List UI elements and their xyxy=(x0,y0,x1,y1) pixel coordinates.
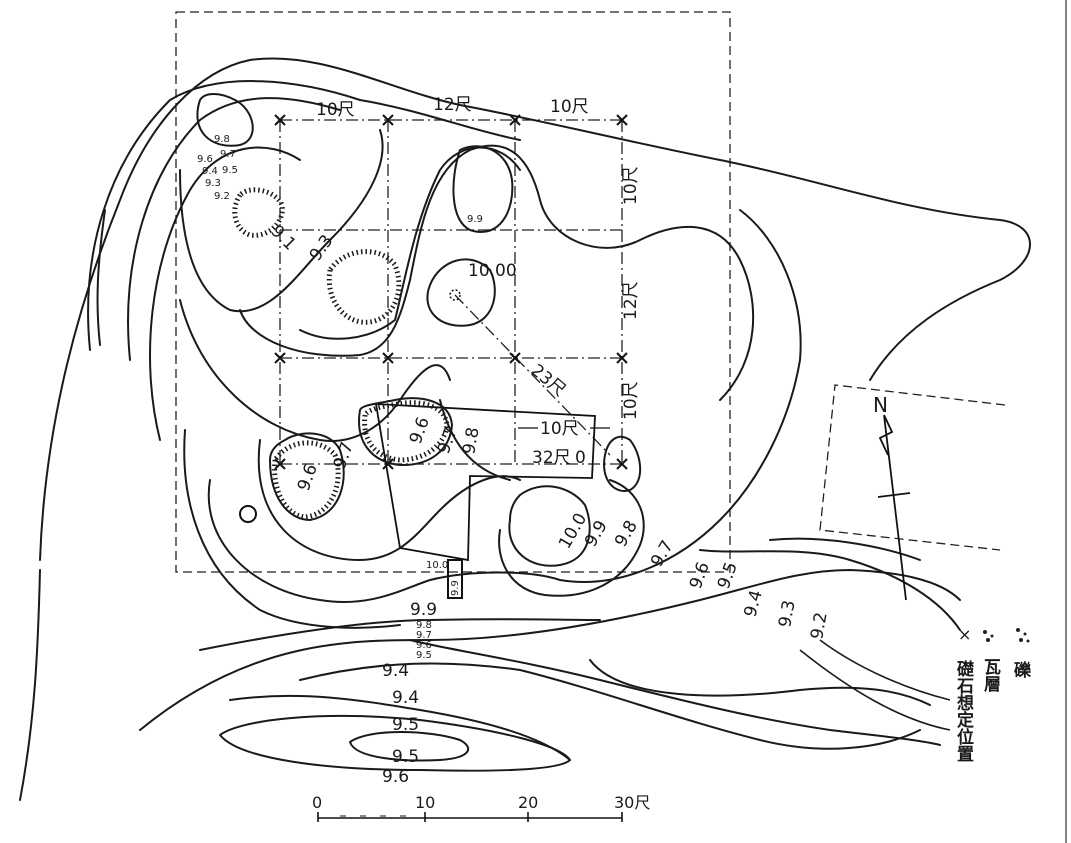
north-label: N xyxy=(873,393,888,417)
elev-tl-3: 9.4 xyxy=(202,166,218,177)
elev-tl-4: 9.5 xyxy=(222,165,238,176)
dimension-zero: 0 xyxy=(575,448,586,468)
hatched-pits xyxy=(232,187,450,520)
elev-south-3: 9.7 xyxy=(416,630,432,641)
elev-tl-0: 9.8 xyxy=(214,134,230,145)
measurement-grid xyxy=(279,119,625,465)
elev-small-2: 9.9 xyxy=(450,580,461,596)
dimension-labels: 10尺 12尺 10尺 10尺 12尺 10尺 23尺 10尺 32尺 0 xyxy=(316,95,641,468)
elev-lower-left-1: 9.6 xyxy=(294,461,322,493)
spot-feature-left xyxy=(239,505,257,523)
dimension-right-2: 12尺 xyxy=(621,281,641,320)
peak-marker xyxy=(449,289,461,301)
scale-tick-30: 30尺 xyxy=(614,793,650,812)
elev-south-4: 9.6 xyxy=(416,640,432,651)
elev-east-5: 9.2 xyxy=(807,611,831,641)
elev-south-1: 9.9 xyxy=(410,600,437,620)
elev-bottom-3: 9.5 xyxy=(392,715,419,735)
small-feature-box xyxy=(447,559,463,599)
scale-tick-20: 20 xyxy=(518,793,538,812)
elev-top-spot: 9.9 xyxy=(467,214,483,225)
adjacent-structure-outline xyxy=(819,384,1006,551)
elev-small-1: 10.0 xyxy=(426,560,448,571)
dimension-inner-length: 32尺 xyxy=(532,448,571,468)
elev-tl-1: 9.6 xyxy=(197,154,213,165)
dimension-top-1: 10尺 xyxy=(316,100,355,120)
legend-gravel: 礫 xyxy=(1014,660,1032,681)
elevation-labels: 9.8 9.6 9.7 9.4 9.5 9.3 9.2 9.1 9.3 10.0… xyxy=(197,134,832,787)
elev-south-2: 9.8 xyxy=(416,620,432,631)
dimension-diagonal: 23尺 xyxy=(527,361,569,401)
elev-bottom-4: 9.5 xyxy=(392,747,419,767)
scale-tick-10: 10 xyxy=(415,793,435,812)
elev-east-1: 9.6 xyxy=(686,559,714,591)
scale-tick-0: 0 xyxy=(312,793,322,812)
elev-bottom-5: 9.6 xyxy=(382,767,409,787)
elev-east-2: 9.5 xyxy=(714,559,742,591)
elev-tl-6: 9.2 xyxy=(214,191,230,202)
legend: × 礫 瓦層 礎石想定位置 xyxy=(953,625,1032,762)
contour-lines xyxy=(19,57,1031,801)
elev-center-2: 9.7 xyxy=(434,424,462,456)
north-arrow-icon xyxy=(878,414,907,601)
elev-center-3: 9.8 xyxy=(459,426,483,456)
elev-tl-5: 9.3 xyxy=(205,178,221,189)
dimension-right-3: 10尺 xyxy=(621,381,641,420)
dimension-top-2: 12尺 xyxy=(433,95,472,115)
scale-bar: 0 10 20 30尺 xyxy=(312,793,650,822)
elev-east-3: 9.4 xyxy=(741,588,767,619)
elev-tl-2: 9.7 xyxy=(220,149,236,160)
elev-lower-right-4: 9.7 xyxy=(647,537,678,570)
legend-tile-layer: 瓦層 xyxy=(980,658,1001,693)
north-arrow: N xyxy=(873,393,911,601)
elev-lower-right-3: 9.8 xyxy=(611,517,642,550)
elev-peak: 10.00 xyxy=(468,261,517,281)
elev-south-5: 9.5 xyxy=(416,650,432,661)
survey-boundary xyxy=(175,11,731,573)
legend-cross-symbol: × xyxy=(958,625,971,644)
elev-bottom-2: 9.4 xyxy=(392,688,419,708)
elev-center-1: 9.6 xyxy=(406,414,434,446)
grid-cross-marks xyxy=(274,114,628,470)
elev-east-4: 9.3 xyxy=(775,599,799,629)
dimension-top-3: 10尺 xyxy=(550,97,589,117)
elev-bottom-1: 9.4 xyxy=(382,661,409,681)
dimension-right-1: 10尺 xyxy=(621,166,641,205)
elev-lower-left-2: 9.7 xyxy=(330,439,358,471)
gravel-symbol xyxy=(983,628,1030,643)
legend-foundation-stone: 礎石想定位置 xyxy=(953,659,975,762)
dimension-inner-width: 10尺 xyxy=(540,419,579,439)
